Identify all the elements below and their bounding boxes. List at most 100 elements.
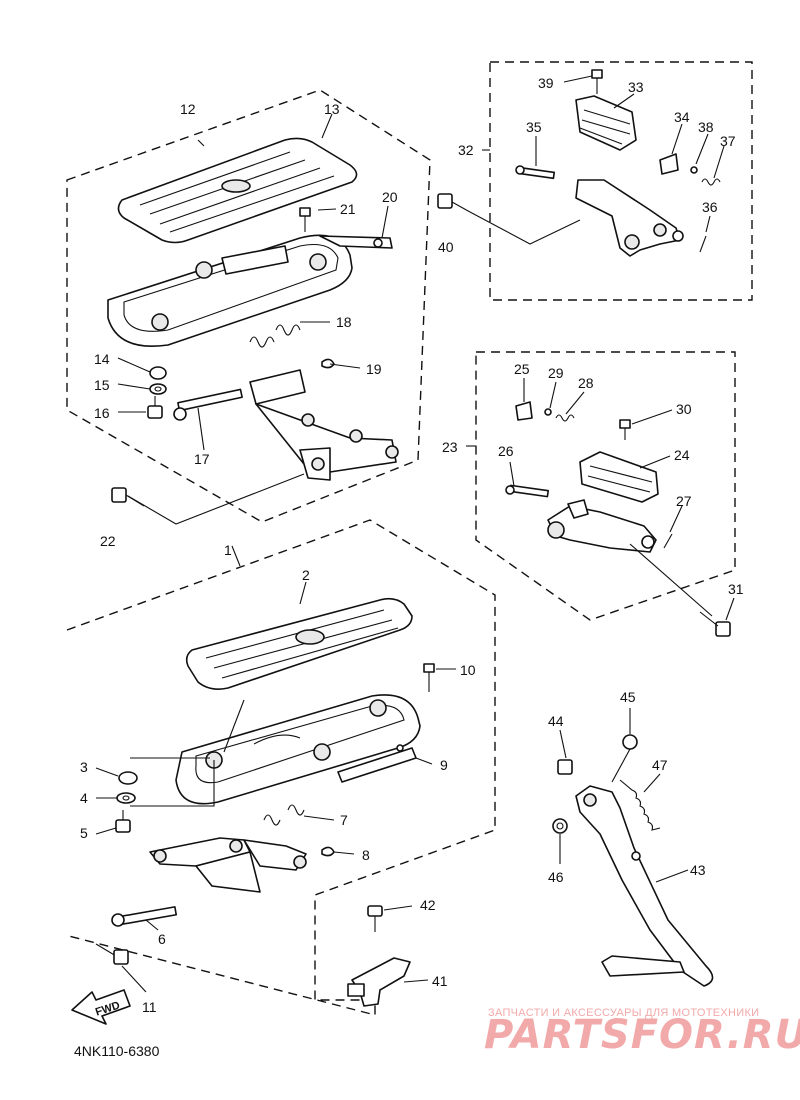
diagram-code: 4NK110-6380 xyxy=(74,1043,160,1059)
callout-1: 1 xyxy=(224,542,232,558)
callout-35: 35 xyxy=(526,119,542,135)
callout-44: 44 xyxy=(548,713,564,729)
ball-29 xyxy=(544,408,552,416)
spring-37 xyxy=(701,178,721,186)
callout-46: 46 xyxy=(548,869,564,885)
callout-3: 3 xyxy=(80,759,88,775)
callout-25: 25 xyxy=(514,361,530,377)
bolt-22 xyxy=(111,487,145,507)
footpeg-rubber-33 xyxy=(575,95,637,151)
bolt-39 xyxy=(591,69,603,94)
callout-29: 29 xyxy=(548,365,564,381)
callout-30: 30 xyxy=(676,401,692,417)
callout-42: 42 xyxy=(420,897,436,913)
callout-4: 4 xyxy=(80,790,88,806)
bolt-5 xyxy=(115,810,131,833)
group-1-front-footboard xyxy=(64,519,496,1016)
bolt-6 xyxy=(111,906,178,927)
callout-12: 12 xyxy=(180,101,196,117)
callout-27: 27 xyxy=(676,493,692,509)
callout-16: 16 xyxy=(94,405,110,421)
callout-20: 20 xyxy=(382,189,398,205)
callout-24: 24 xyxy=(674,447,690,463)
spring-7 xyxy=(263,804,305,826)
bolt-16 xyxy=(147,396,163,419)
footboard-cover-13 xyxy=(117,137,358,244)
footpeg-rubber-24 xyxy=(579,451,659,503)
pin-36 xyxy=(699,235,707,253)
callout-23: 23 xyxy=(442,439,458,455)
callout-9: 9 xyxy=(440,757,448,773)
bolt-17 xyxy=(173,388,243,421)
washer-15 xyxy=(149,383,167,395)
ball-34 xyxy=(659,153,679,175)
callout-43: 43 xyxy=(690,862,706,878)
bolt-30 xyxy=(619,419,631,440)
footpeg-bracket xyxy=(575,179,684,257)
callout-5: 5 xyxy=(80,825,88,841)
fwd-direction-badge: FWD xyxy=(71,989,131,1025)
callout-17: 17 xyxy=(194,451,210,467)
callout-19: 19 xyxy=(366,361,382,377)
callout-2: 2 xyxy=(302,567,310,583)
pin-8 xyxy=(321,846,335,857)
callout-15: 15 xyxy=(94,377,110,393)
bolt-31 xyxy=(699,597,735,637)
ball-25 xyxy=(515,401,533,421)
washer-3 xyxy=(118,771,138,785)
bolt-11 xyxy=(95,943,147,993)
washer-4 xyxy=(116,792,136,804)
callout-37: 37 xyxy=(720,133,736,149)
callout-22: 22 xyxy=(100,533,116,549)
callout-39: 39 xyxy=(538,75,554,91)
callout-18: 18 xyxy=(336,314,352,330)
callout-40: 40 xyxy=(438,239,454,255)
callout-11: 11 xyxy=(142,999,157,1015)
callout-26: 26 xyxy=(498,443,514,459)
callout-33: 33 xyxy=(628,79,644,95)
callout-45: 45 xyxy=(620,689,636,705)
footboard-frame-front xyxy=(175,694,421,805)
bracket-41 xyxy=(347,957,429,1007)
callout-47: 47 xyxy=(652,757,668,773)
footboard-frame-rear xyxy=(107,234,393,347)
bolt-45 xyxy=(611,734,638,783)
group-12-rear-footboard xyxy=(66,89,431,525)
ball-38 xyxy=(690,166,698,174)
bolt-21 xyxy=(299,207,311,232)
group-23-footpeg xyxy=(466,351,736,621)
spring-18 xyxy=(249,324,301,348)
watermark-tagline: ЗАПЧАСТИ И АКСЕССУАРЫ ДЛЯ МОТОТЕХНИКИ xyxy=(488,1007,759,1019)
pin-27 xyxy=(663,533,673,549)
callout-labels: 1 2 3 4 5 6 7 8 9 10 11 12 13 14 15 16 1… xyxy=(80,75,744,1015)
sidestand-43 xyxy=(575,785,714,987)
callout-41: 41 xyxy=(432,973,448,989)
footboard-cover-2 xyxy=(185,597,413,690)
callout-7: 7 xyxy=(340,812,348,828)
callout-31: 31 xyxy=(728,581,744,597)
bolt-40 xyxy=(437,193,581,245)
callout-10: 10 xyxy=(460,662,476,678)
callout-34: 34 xyxy=(674,109,690,125)
bracket-front xyxy=(149,837,307,893)
callout-6: 6 xyxy=(158,931,166,947)
bracket-rear xyxy=(249,369,399,481)
spring-28 xyxy=(555,414,575,422)
bolt-10 xyxy=(423,663,435,692)
callout-8: 8 xyxy=(362,847,370,863)
callout-36: 36 xyxy=(702,199,718,215)
pin-19 xyxy=(321,358,335,369)
callout-14: 14 xyxy=(94,351,110,367)
watermark: ЗАПЧАСТИ И АКСЕССУАРЫ ДЛЯ МОТОТЕХНИКИ PA… xyxy=(484,1007,800,1058)
nut-46 xyxy=(552,818,568,834)
watermark-brand: PARTSFOR.RU xyxy=(484,1012,800,1058)
callout-32: 32 xyxy=(458,142,474,158)
bolt-42 xyxy=(367,905,413,932)
footpeg-bracket-rider xyxy=(547,499,657,553)
pin-26 xyxy=(505,484,550,498)
spring-47 xyxy=(619,779,661,831)
washer-14 xyxy=(149,366,167,380)
group-32-footpeg xyxy=(482,61,753,301)
pin-35 xyxy=(515,165,556,180)
